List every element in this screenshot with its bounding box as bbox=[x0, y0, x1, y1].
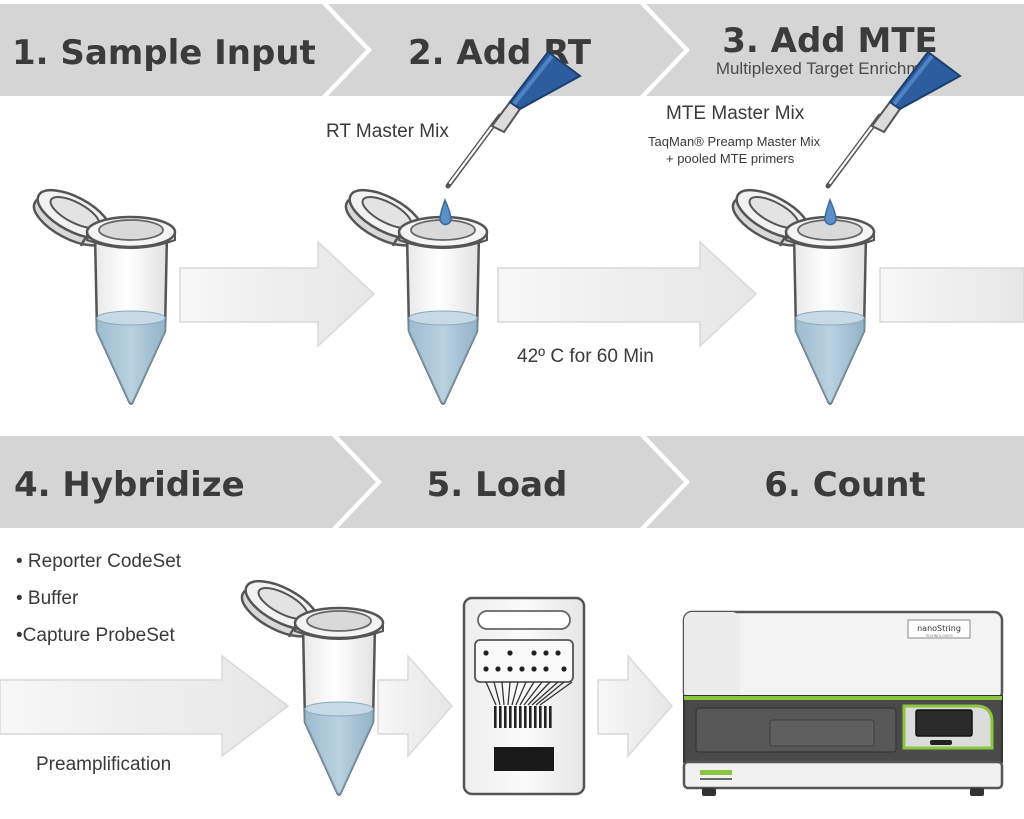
taqman-label: TaqMan® Preamp Master Mix bbox=[648, 134, 821, 149]
bottom-banner bbox=[0, 436, 1024, 528]
rt-master-mix-label: RT Master Mix bbox=[326, 121, 449, 142]
arrow-preamp bbox=[0, 654, 290, 758]
step-5-title: 5. Load bbox=[427, 465, 568, 505]
cartridge-lanes bbox=[494, 706, 552, 728]
reagent-capture-probeset: •Capture ProbeSet bbox=[16, 625, 175, 646]
ncounter-instrument: nanoString TECHNOLOGIES bbox=[682, 610, 1004, 796]
cartridge-channels bbox=[485, 681, 573, 706]
reagent-buffer: • Buffer bbox=[16, 588, 79, 609]
rt-drop bbox=[439, 197, 452, 226]
step-6-title: 6. Count bbox=[764, 465, 925, 505]
sample-cartridge bbox=[462, 596, 586, 796]
mte-master-mix-label: MTE Master Mix bbox=[666, 103, 805, 124]
instrument-screen bbox=[915, 709, 973, 737]
step-1-title: 1. Sample Input bbox=[12, 33, 316, 73]
step-3-subtitle: Multiplexed Target Enrichment bbox=[716, 59, 945, 78]
reagent-reporter-codeset: • Reporter CodeSet bbox=[16, 551, 182, 572]
preamplification-label: Preamplification bbox=[36, 754, 171, 775]
instrument-brand: nanoString bbox=[917, 624, 961, 633]
step-3-title: 3. Add MTE bbox=[722, 21, 938, 61]
cartridge-wells bbox=[483, 650, 567, 672]
mte-drop bbox=[824, 197, 837, 226]
incubation-label: 42º C for 60 Min bbox=[517, 346, 654, 367]
arrow-3-continue bbox=[879, 267, 1024, 323]
arrow-4-to-5 bbox=[377, 654, 453, 758]
cartridge-barcode bbox=[494, 747, 554, 771]
step-4-title: 4. Hybridize bbox=[14, 465, 245, 505]
arrow-2-to-3 bbox=[497, 240, 758, 348]
top-banner bbox=[0, 4, 1024, 96]
instrument-brand-sub: TECHNOLOGIES bbox=[924, 634, 953, 638]
arrow-5-to-6 bbox=[597, 654, 673, 758]
arrow-1-to-2 bbox=[179, 240, 376, 348]
sample-tube bbox=[25, 179, 177, 405]
primers-label: + pooled MTE primers bbox=[666, 151, 795, 166]
